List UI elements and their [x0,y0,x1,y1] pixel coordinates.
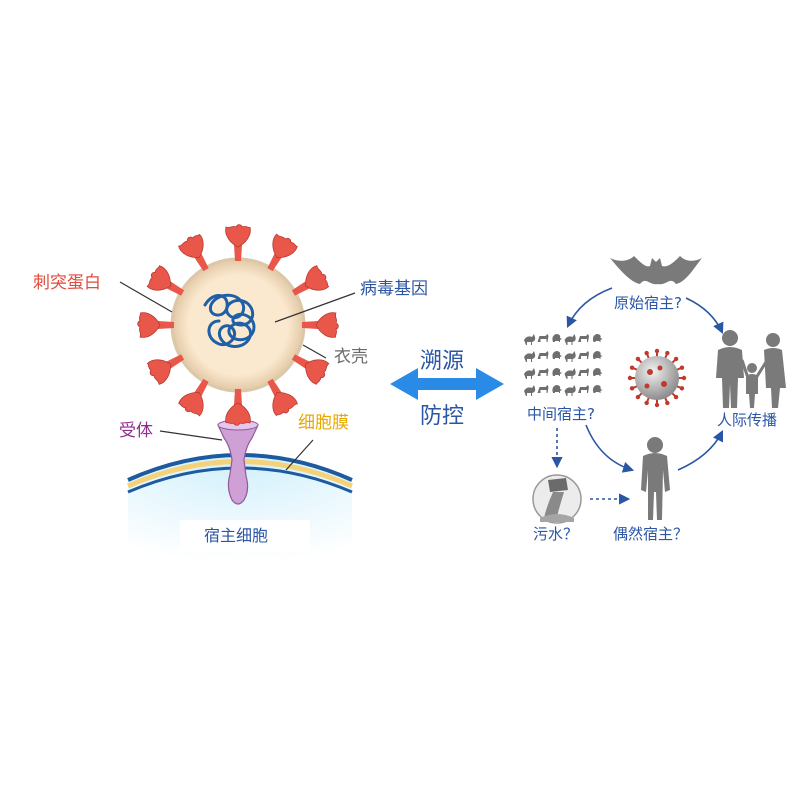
sewage-pipe-icon [532,474,582,524]
animal-glyph [578,385,589,393]
coronavirus-spike-tip [635,356,641,362]
spike [267,378,298,417]
double-arrow [390,368,504,400]
coronavirus-spike-tip [665,350,670,356]
label-receptor: 受体 [119,421,153,441]
animal-glyph [592,351,603,359]
coronavirus-spike-tip [644,350,649,356]
spike [146,354,185,385]
label-accidental-host: 偶然宿主？ [613,525,689,543]
animal-glyph [552,368,562,376]
animal-glyph [524,385,536,396]
spike-proteins [137,224,339,426]
virus-particle [137,224,339,426]
animal-glyph [524,368,536,379]
human-silhouette-icon [641,437,670,520]
animal-glyph [578,334,589,342]
transmission-arrows [551,287,724,505]
spike [291,265,330,296]
spike [178,233,209,272]
coronavirus-spike-tip [654,402,660,408]
coronavirus-spike-tip [627,375,633,381]
animal-glyph [592,334,603,342]
animal-glyph [552,351,562,359]
spike [146,265,185,296]
coronavirus-spike-tip [635,394,641,400]
animal-glyph [524,351,536,362]
label-envelope: 衣壳 [334,347,368,367]
animal-glyph [564,334,576,345]
coronavirus-spike-tip [629,386,635,391]
spike [302,312,339,338]
animal-glyph [552,334,562,342]
coronavirus-spike-tip [644,400,649,406]
animal-glyph [524,334,536,345]
host-cell-label-box [180,520,310,552]
coronavirus-spike-tip [673,394,679,400]
leader-lines [119,281,356,471]
coronavirus-spike-tip [654,348,660,354]
arrow-intermediate-to-accidental [585,424,635,473]
family-icon [716,330,786,408]
bat-icon [610,256,702,285]
label-original-host: 原始宿主? [614,294,682,312]
spike [291,354,330,385]
arrow-original-to-human [685,297,724,335]
animal-grid-icon [524,334,603,396]
spike [225,389,251,426]
animal-glyph [552,385,562,393]
label-trace: 溯源 [420,349,465,374]
animal-glyph [564,368,576,379]
label-sewage: 污水？ [533,525,579,543]
spike [225,224,251,261]
animal-glyph [592,385,603,393]
label-spike-protein: 刺突蛋白 [33,273,101,293]
spike [178,378,209,417]
coronavirus-spike-tip [679,365,685,370]
coronavirus-spike-tip [679,386,685,391]
label-intermediate-host: 中间宿主? [527,405,595,423]
coronavirus-icon [627,348,687,408]
animal-glyph [537,334,549,342]
arrow-accidental-to-human-transmission [677,429,724,471]
coronavirus-spike-tip [665,400,670,406]
animal-glyph [592,368,603,376]
spike [267,233,298,272]
arrow-original-to-intermediate [566,287,613,329]
animal-glyph [564,385,576,396]
coronavirus-spike-tip [629,365,635,370]
spike [137,312,174,338]
animal-glyph [537,385,549,393]
coronavirus-spike-tip [673,356,679,362]
animal-glyph [537,351,549,359]
label-control: 防控 [420,404,465,429]
label-cell-membrane: 细胞膜 [298,413,349,433]
label-human-transmission: 人际传播 [717,411,778,429]
animal-glyph [578,351,589,359]
animal-glyph [578,368,589,376]
label-host-cell: 宿主细胞 [204,526,269,545]
animal-glyph [537,368,549,376]
genome-rna [203,293,256,348]
coronavirus-spike-tip [681,375,687,381]
label-viral-genome: 病毒基因 [360,279,428,299]
animal-glyph [564,351,576,362]
